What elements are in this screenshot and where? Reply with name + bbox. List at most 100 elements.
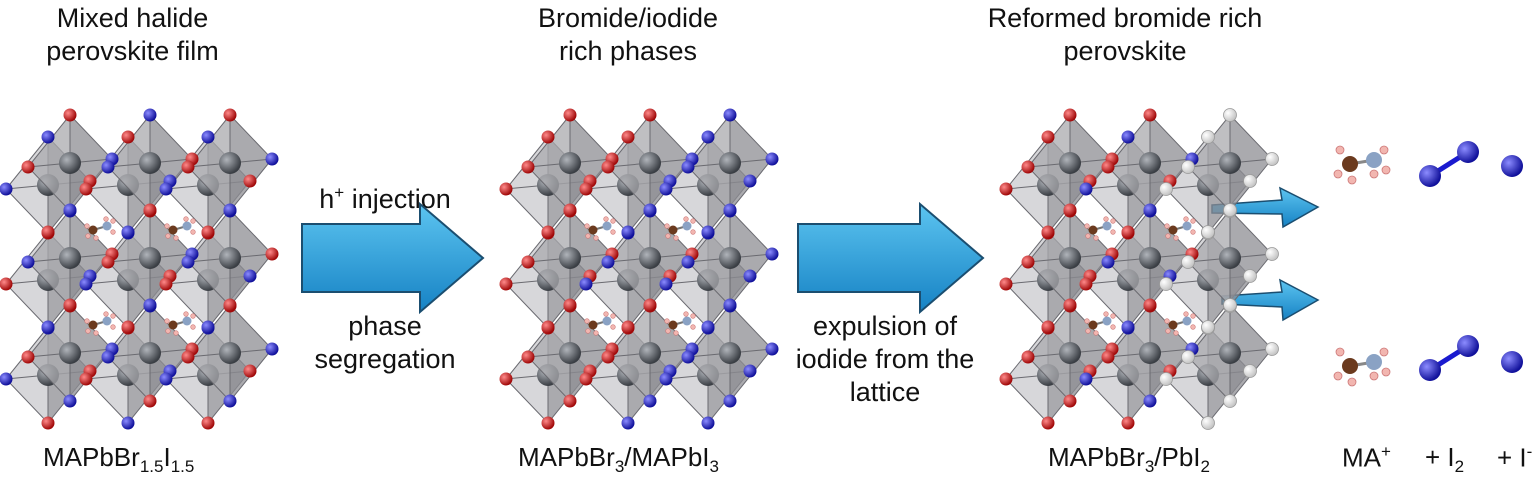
vacancy-atom — [1223, 108, 1237, 122]
bromide-atom — [181, 160, 195, 174]
lead-atom — [1219, 342, 1241, 364]
vacancy-atom — [1159, 372, 1173, 386]
methylammonium — [84, 311, 116, 336]
bromide-atom — [79, 372, 93, 386]
iodide-atom — [681, 350, 695, 364]
iodide-atom — [223, 394, 237, 408]
bromide-atom — [121, 130, 135, 144]
lead-atom — [1139, 247, 1161, 269]
iodide-atom — [601, 255, 615, 269]
bromide-atom — [499, 277, 513, 291]
iodide-atom — [701, 320, 715, 334]
formula-ma-ion: MA+ — [1342, 442, 1391, 473]
iodide-ion — [1501, 155, 1523, 177]
iodide-atom — [621, 416, 635, 430]
iodide-atom — [701, 225, 715, 239]
bromide-atom — [999, 372, 1013, 386]
methylammonium — [164, 216, 196, 241]
lead-atom — [639, 342, 661, 364]
bromide-atom — [579, 182, 593, 196]
lead-atom — [1059, 247, 1081, 269]
iodide-atom — [723, 108, 737, 122]
bromide-atom — [1121, 416, 1135, 430]
bromide-atom — [541, 320, 555, 334]
iodide-atom — [643, 203, 657, 217]
bromide-atom — [541, 416, 555, 430]
bromide-atom — [143, 394, 157, 408]
lead-atom — [1219, 152, 1241, 174]
iodide-atom — [159, 372, 173, 386]
vacancy-atom — [1223, 394, 1237, 408]
iodide-atom — [201, 130, 215, 144]
iodide-atom — [723, 203, 737, 217]
bromide-atom — [579, 372, 593, 386]
bromide-atom — [1143, 108, 1157, 122]
bromide-atom — [1121, 225, 1135, 239]
bromide-atom — [601, 160, 615, 174]
iodine-molecule — [1419, 141, 1479, 187]
arrow-right-1 — [301, 201, 485, 315]
arrow-right-2 — [797, 201, 985, 315]
iodide-atom — [701, 416, 715, 430]
title-reformed-bromide: Reformed bromide rich perovskite — [987, 3, 1263, 66]
bromide-atom — [499, 372, 513, 386]
vacancy-atom — [1265, 342, 1279, 356]
vacancy-atom — [1265, 152, 1279, 166]
lead-atom — [1219, 247, 1241, 269]
bromide-atom — [621, 320, 635, 334]
formula-iodine: + I2 — [1425, 442, 1465, 477]
iodide-atom — [21, 255, 35, 269]
bromide-atom — [0, 277, 13, 291]
methylammonium — [664, 311, 696, 336]
bromide-atom — [243, 364, 257, 378]
methylammonium — [1164, 311, 1196, 336]
iodide-atom — [181, 255, 195, 269]
lead-atom — [559, 247, 581, 269]
methylammonium — [1084, 216, 1116, 241]
lead-atom — [1139, 342, 1161, 364]
bromide-atom — [521, 350, 535, 364]
iodide-atom — [659, 277, 673, 291]
iodide-atom — [743, 174, 757, 188]
iodine-molecule — [1419, 335, 1479, 381]
formula-reformed: MAPbBr3/PbI2 — [1048, 442, 1210, 477]
lead-atom — [719, 342, 741, 364]
lead-atom — [1139, 152, 1161, 174]
iodide-atom — [621, 225, 635, 239]
bromide-atom — [1063, 203, 1077, 217]
perovskite-lattice-segregated — [499, 108, 779, 430]
methylammonium — [1164, 216, 1196, 241]
bromide-atom — [1101, 350, 1115, 364]
bromide-atom — [201, 225, 215, 239]
methylammonium — [1084, 311, 1116, 336]
vacancy-atom — [1243, 364, 1257, 378]
iodide-atom — [765, 247, 779, 261]
iodide-atom — [701, 130, 715, 144]
iodide-atom — [681, 255, 695, 269]
bromide-atom — [999, 277, 1013, 291]
iodide-atom — [723, 298, 737, 312]
lead-atom — [559, 152, 581, 174]
vacancy-atom — [1201, 225, 1215, 239]
bromide-atom — [643, 108, 657, 122]
iodide-atom — [121, 416, 135, 430]
iodide-atom — [1101, 255, 1115, 269]
bromide-atom — [1063, 108, 1077, 122]
bromide-atom — [181, 350, 195, 364]
bromide-atom — [101, 255, 115, 269]
bromide-atom — [563, 298, 577, 312]
perovskite-lattice-reformed — [999, 108, 1279, 430]
bromide-atom — [1041, 225, 1055, 239]
bromide-atom — [79, 182, 93, 196]
bromide-atom — [201, 416, 215, 430]
iodide-atom — [659, 372, 673, 386]
lead-atom — [1059, 152, 1081, 174]
title-bromide-iodide-rich: Bromide/iodide rich phases — [537, 3, 719, 66]
iodide-atom — [0, 182, 13, 196]
formula-iodide: + I- — [1497, 442, 1533, 473]
iodide-atom — [63, 394, 77, 408]
methylammonium — [664, 216, 696, 241]
vacancy-atom — [1201, 320, 1215, 334]
bromide-atom — [1143, 298, 1157, 312]
bromide-atom — [643, 298, 657, 312]
